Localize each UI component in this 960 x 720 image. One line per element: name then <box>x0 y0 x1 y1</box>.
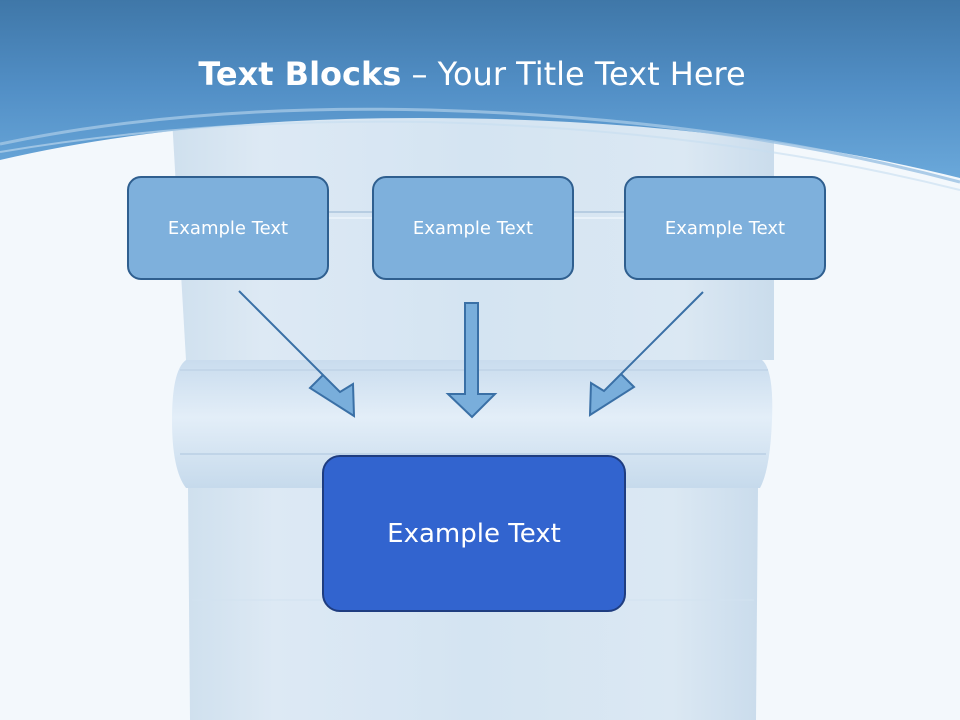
result-text-block[interactable]: Example Text <box>322 455 626 612</box>
title-bold-text: Text Blocks <box>198 55 402 93</box>
text-block-right[interactable]: Example Text <box>624 176 826 280</box>
text-block-right-label: Example Text <box>664 217 786 239</box>
title-rest-text: – Your Title Text Here <box>401 55 746 93</box>
text-block-center[interactable]: Example Text <box>372 176 574 280</box>
result-text-block-label: Example Text <box>387 518 561 549</box>
text-block-center-label: Example Text <box>412 217 534 239</box>
arrow-center-to-result <box>445 302 498 419</box>
text-block-left-label: Example Text <box>167 217 289 239</box>
text-block-left[interactable]: Example Text <box>127 176 329 280</box>
arrow-left-to-result <box>238 290 356 418</box>
arrow-right-to-result <box>588 291 704 417</box>
header-band <box>0 0 960 191</box>
slide-title: Text Blocks – Your Title Text Here <box>0 52 944 96</box>
